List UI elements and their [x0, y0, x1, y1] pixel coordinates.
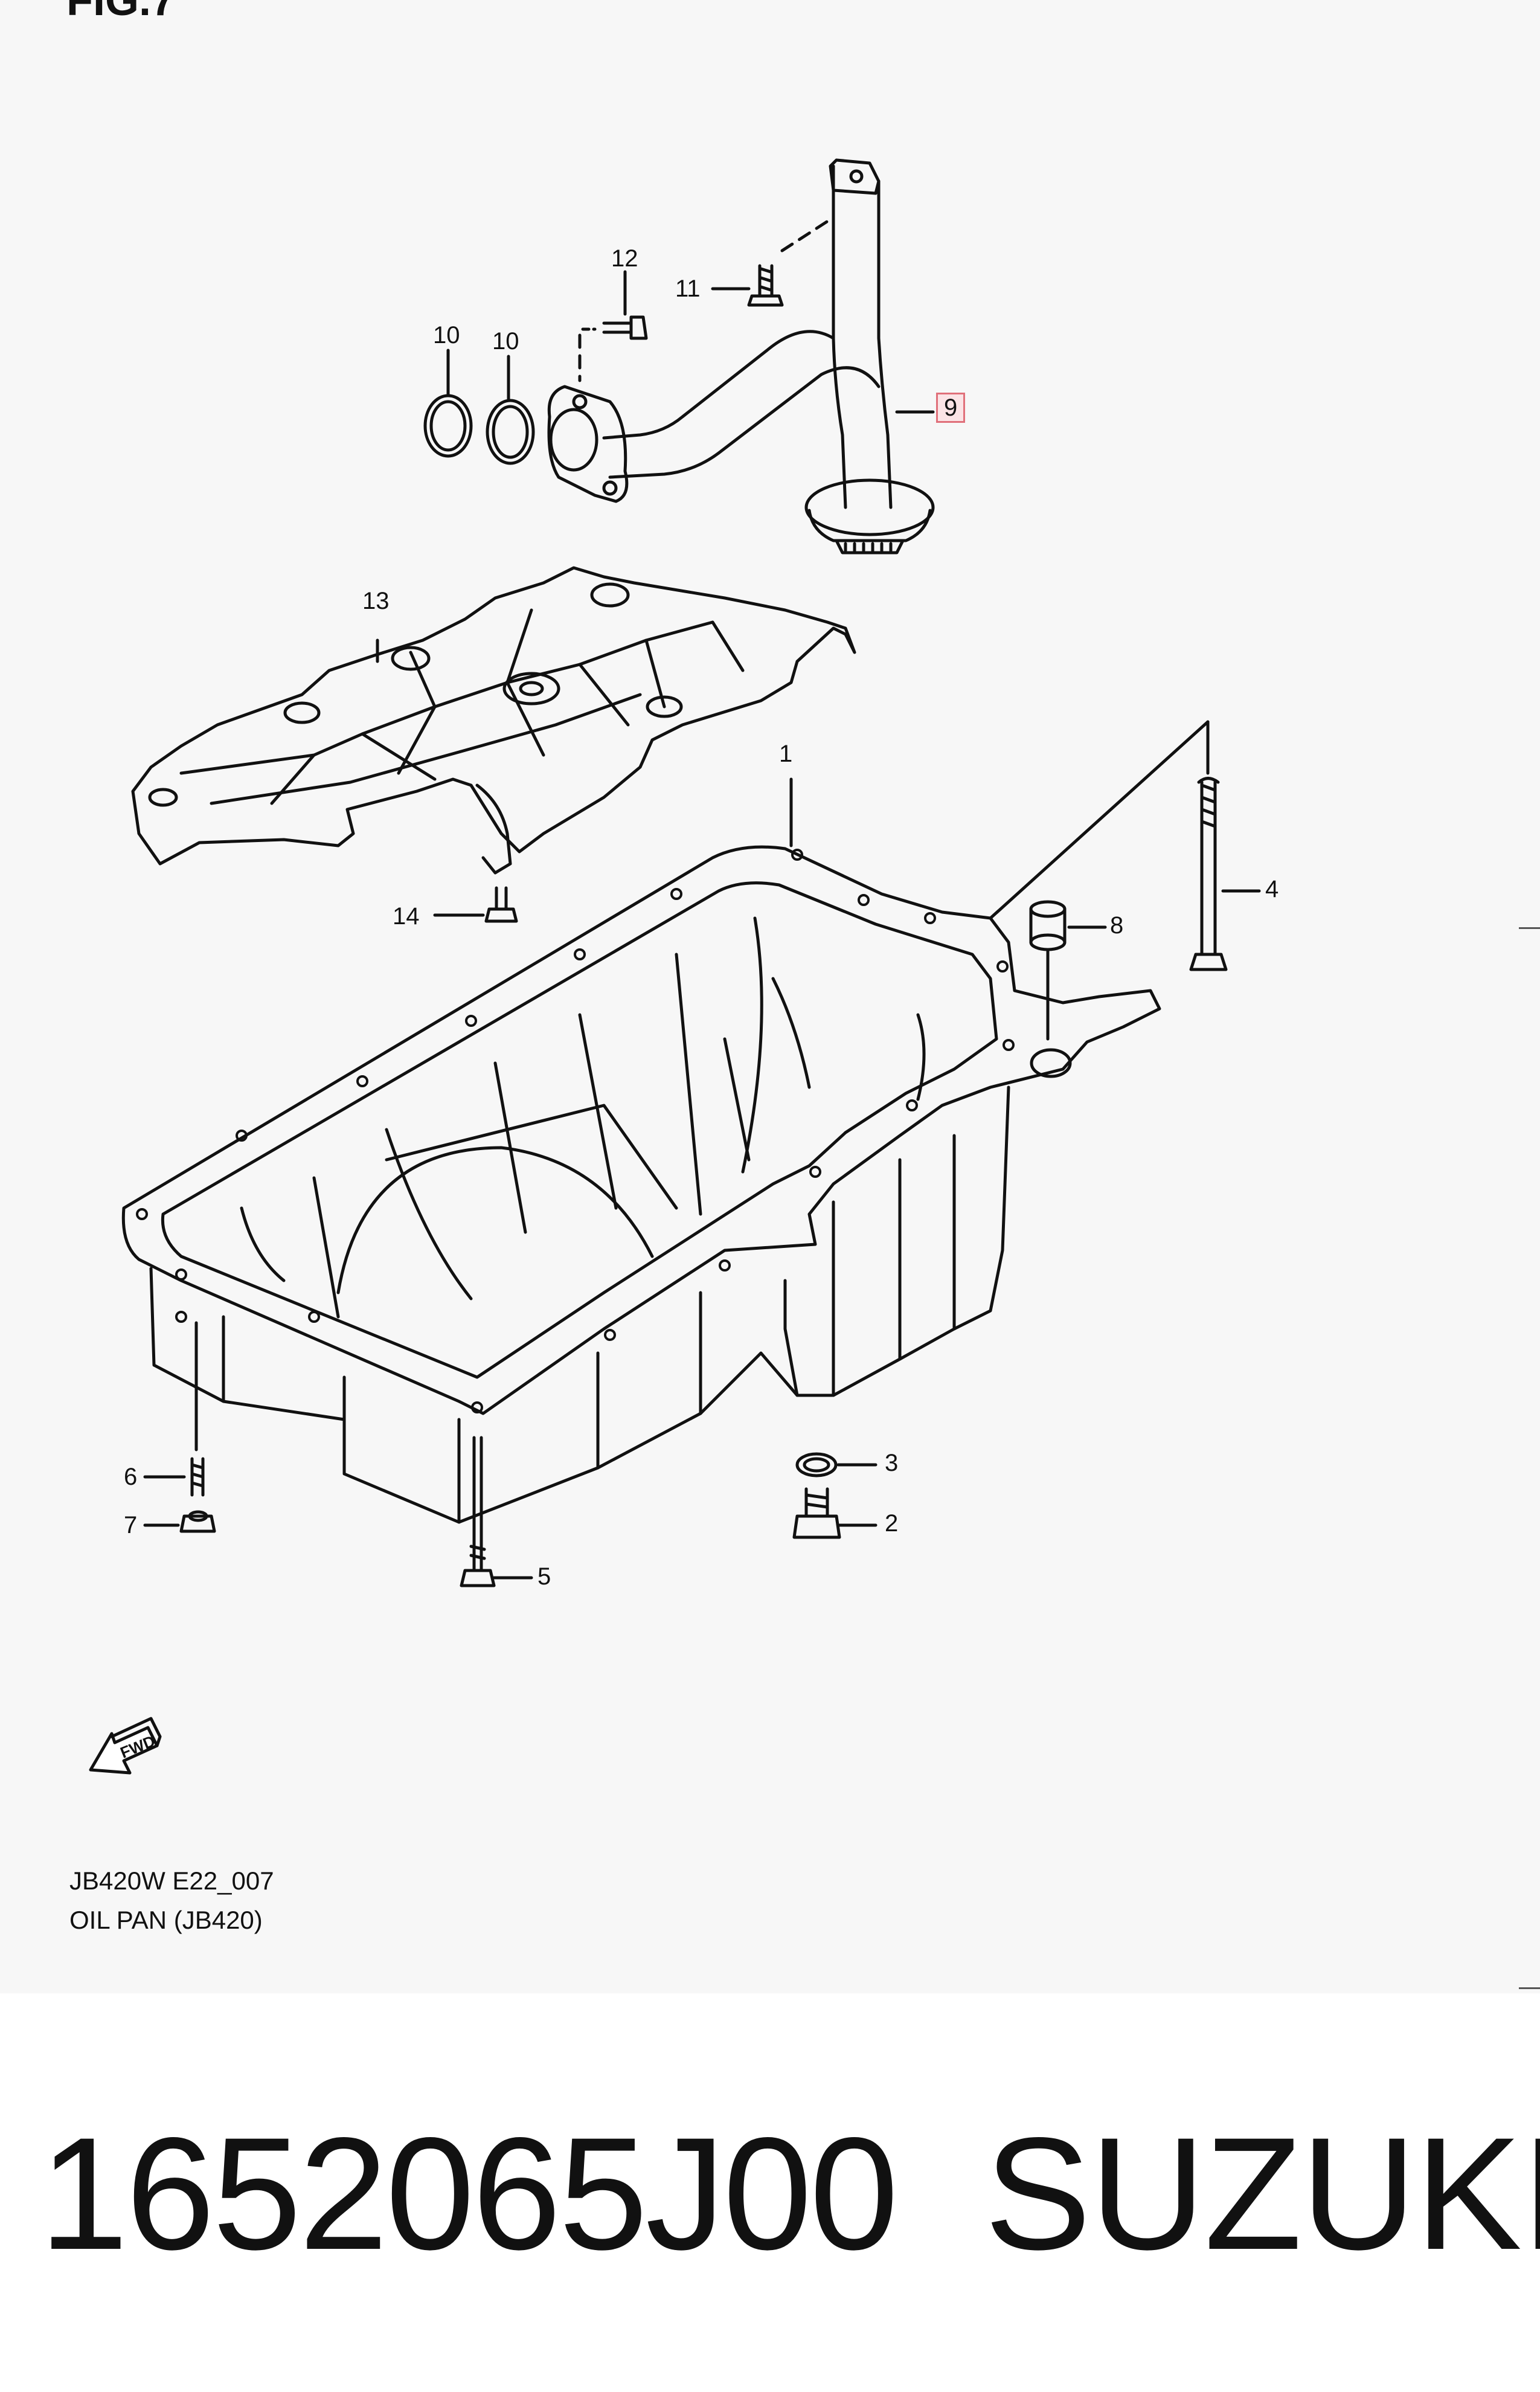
callout-5: 5: [537, 1563, 551, 1590]
figure-title: FIG.7: [66, 0, 176, 25]
stud-and-nut-part-6-7: [143, 1321, 216, 1533]
edge-tick: [1519, 927, 1540, 929]
callout-14: 14: [393, 903, 420, 930]
callout-10-left: 10: [433, 322, 460, 349]
diagram-name: OIL PAN (JB420): [69, 1906, 263, 1934]
bolt-part-12: [578, 270, 648, 382]
bolt-part-14: [433, 886, 518, 923]
callout-13: 13: [362, 588, 390, 614]
fwd-arrow-icon: FWD: [89, 1717, 162, 1775]
baffle-plate-part-13: [131, 566, 856, 875]
diagram-code: JB420W E22_007: [69, 1866, 274, 1895]
parts-diagram-sheet: FIG.7: [66, 0, 1540, 1989]
callout-8: 8: [1110, 912, 1124, 939]
callout-10-right: 10: [492, 328, 519, 355]
long-bolt-part-4: [1189, 777, 1261, 971]
callout-4: 4: [1265, 876, 1279, 902]
callout-1: 1: [779, 741, 793, 767]
callout-7: 7: [124, 1512, 138, 1538]
oil-strainer-part-9: [547, 158, 935, 555]
oil-pan-exploded-diagram: FWD: [89, 158, 1261, 1775]
callout-9-highlighted: 9: [936, 393, 966, 423]
dowel-part-8: [1029, 900, 1107, 1041]
drain-plug-and-gasket-part-2-3: [792, 1452, 877, 1539]
bolt-part-5: [460, 1436, 533, 1587]
callout-12: 12: [611, 245, 638, 272]
oil-pan-part-1: [121, 720, 1210, 1524]
callout-6: 6: [124, 1464, 138, 1490]
o-rings-part-10: [423, 349, 535, 465]
part-number: 1652065J00: [39, 2104, 899, 2283]
brand-name: SUZUKI: [984, 2104, 1540, 2283]
callout-2: 2: [885, 1510, 899, 1537]
callout-3: 3: [885, 1450, 899, 1476]
bolt-part-11: [711, 216, 835, 307]
callout-11: 11: [675, 275, 701, 302]
edge-tick: [1519, 1987, 1540, 1989]
